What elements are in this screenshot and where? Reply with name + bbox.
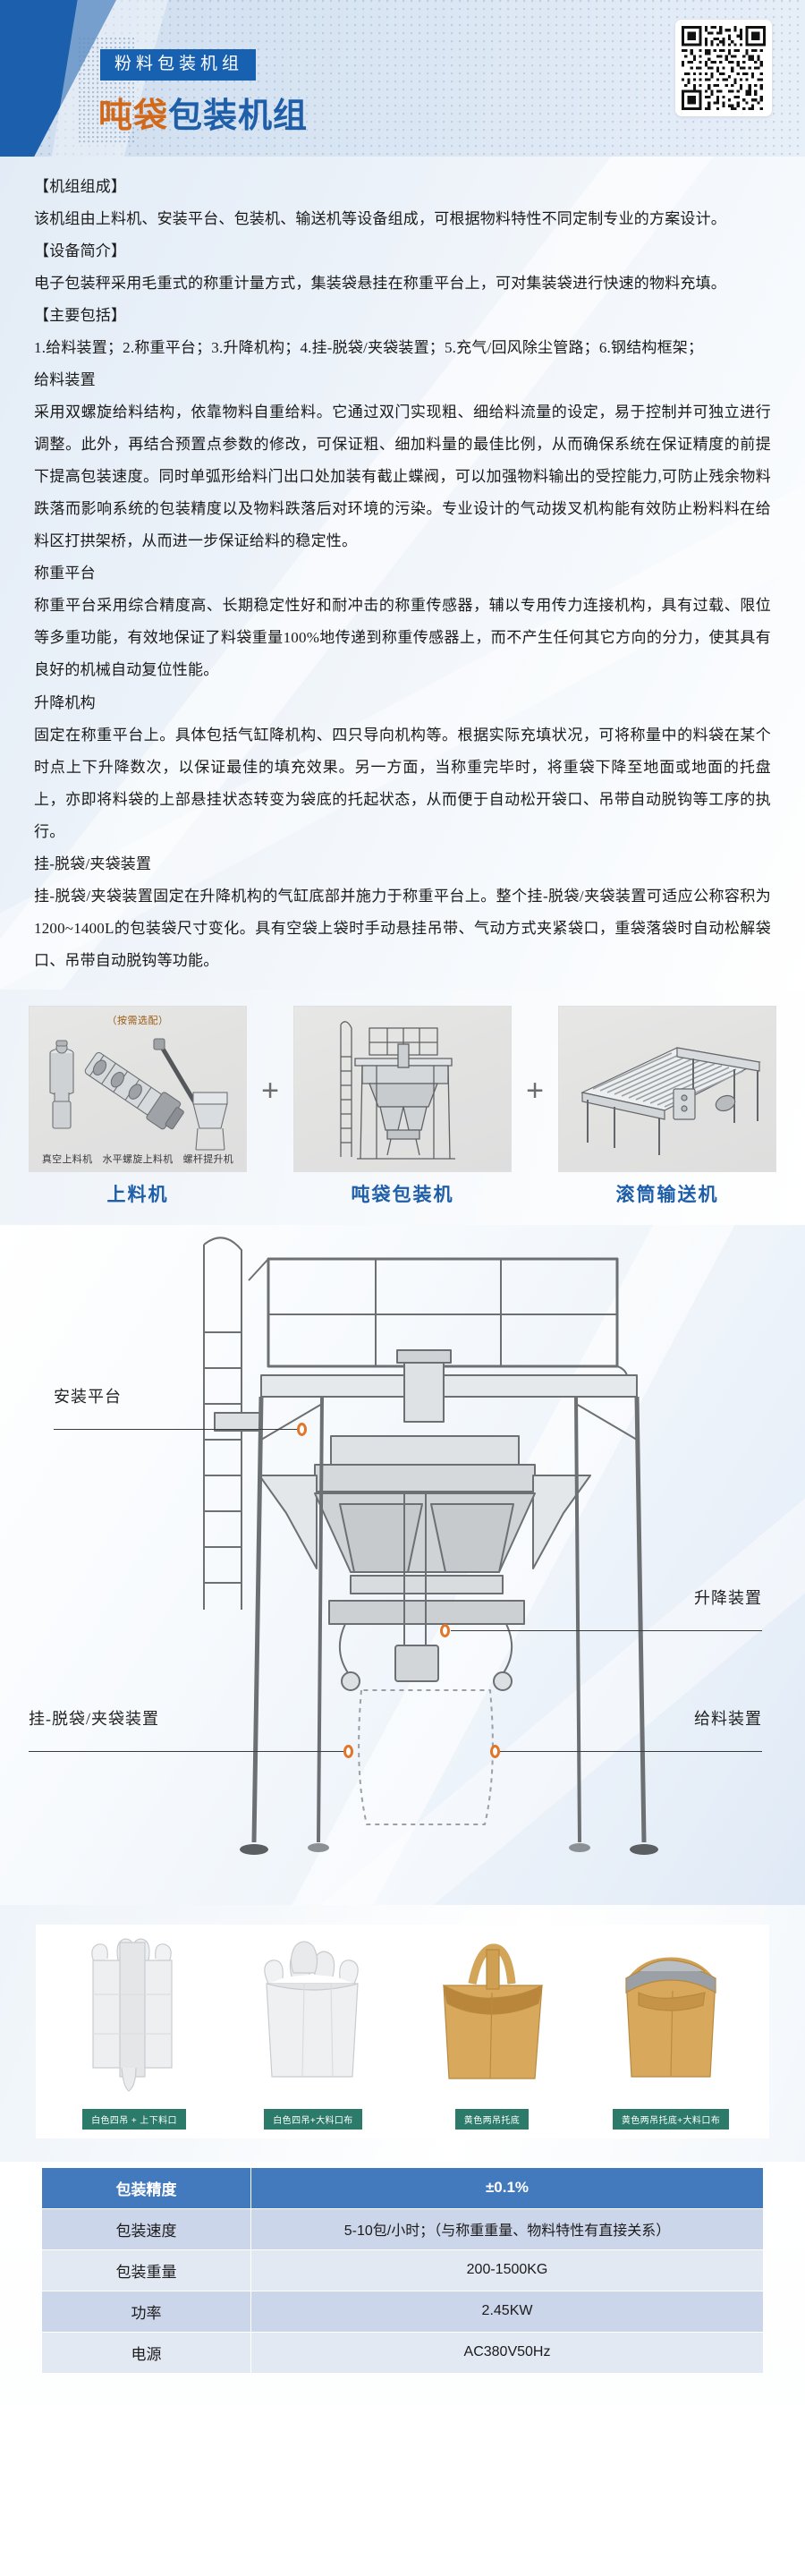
equipment-subcaption: 真空上料机 (41, 1153, 93, 1165)
spec-value: AC380V50Hz (250, 2331, 764, 2374)
qr-code-container[interactable] (675, 20, 772, 116)
yellow-tote-open-bag-icon (625, 1957, 716, 2078)
page-title-orange: 吨袋 (98, 98, 169, 135)
equipment-row: （按需选配） (0, 989, 805, 1225)
qr-code (682, 26, 766, 110)
paragraph-lift: 固定在称重平台上。具体包括气缸降机构、四只导向机构等。根据实际充填状况，可将称量… (34, 726, 771, 840)
equipment-caption-conveyor: 滚筒输送机 (615, 1184, 719, 1205)
roller-conveyor-icon (580, 1047, 761, 1155)
spec-value: 2.45KW (250, 2290, 764, 2333)
bag-caption: 黄色两吊托底+大料口布 (612, 2108, 730, 2130)
equipment-card-packer[interactable]: 吨袋包装机 (293, 1005, 512, 1207)
diagram-marker-feeder (490, 1744, 500, 1758)
section-heading-composition: 【机组组成】 (34, 178, 127, 195)
equipment-image-loader: （按需选配） (29, 1005, 247, 1172)
paragraph-weighing-platform: 称重平台采用综合精度高、长期稳定性好和耐冲击的称重传感器，辅以专用传力连接机构，… (34, 597, 771, 679)
equipment-caption-packer: 吨袋包装机 (351, 1184, 454, 1205)
bag-item-yellow-two-loop-open[interactable]: 黄色两吊托底+大料口布 (586, 1937, 756, 2130)
spec-key: 包装重量 (40, 2249, 252, 2291)
bag-item-white-four-loop-open[interactable]: 白色四吊+大料口布 (228, 1937, 398, 2130)
paragraph-composition: 该机组由上料机、安装平台、包装机、输送机等设备组成，可根据物料特性不同定制专业的… (34, 210, 726, 228)
table-row: 电源 AC380V50Hz (40, 2331, 764, 2374)
diagram-label-platform: 安装平台 (54, 1387, 122, 1406)
bag-caption: 白色四吊 + 上下料口 (82, 2108, 186, 2130)
section-heading-includes: 【主要包括】 (34, 307, 127, 325)
subheading-weighing-platform: 称重平台 (34, 565, 96, 582)
page-header: 粉料包装机组 吨袋包装机组 (0, 0, 805, 157)
page-title-blue: 包装机组 (168, 98, 309, 135)
equipment-subcaptions-loader: 真空上料机 水平螺旋上料机 螺杆提升机 (30, 1152, 246, 1166)
spec-key: 功率 (40, 2290, 252, 2333)
equipment-subcaption: 螺杆提升机 (182, 1153, 234, 1165)
spec-value: ±0.1% (250, 2166, 764, 2209)
diagram-marker-platform (297, 1422, 307, 1436)
machine-diagram: 安装平台 升降装置 挂-脱袋/夹袋装置 给料装置 (0, 1224, 805, 1905)
table-row: 功率 2.45KW (40, 2290, 764, 2333)
equipment-caption-loader: 上料机 (106, 1184, 169, 1205)
paragraph-intro: 电子包装秤采用毛重式的称重计量方式，集装袋悬挂在称重平台上，可对集装袋进行快速的… (34, 275, 726, 293)
diagram-label-lift: 升降装置 (694, 1588, 762, 1607)
subheading-bag-clamp: 挂-脱袋/夹袋装置 (34, 854, 152, 872)
header-kicker: 粉料包装机组 (100, 49, 257, 81)
white-open-bag-icon (264, 1941, 359, 2078)
diagram-leader-platform (54, 1428, 302, 1430)
bag-art-white-tube (63, 1937, 206, 2098)
spec-key: 电源 (40, 2331, 252, 2374)
equipment-note-optional: （按需选配） (106, 1015, 169, 1026)
equipment-image-packer (293, 1005, 512, 1172)
paragraph-bag-clamp: 挂-脱袋/夹袋装置固定在升降机构的气缸底部并施力于称重平台上。整个挂-脱袋/夹袋… (34, 887, 771, 969)
ton-bag-packer-icon (340, 1020, 455, 1160)
bag-types-row: 白色四吊 + 上下料口 (36, 1924, 769, 2138)
page-title: 吨袋包装机组 (98, 88, 308, 137)
table-row: 包装速度 5-10包/小时；（与称重重量、物料特性有直接关系） (40, 2207, 764, 2250)
bag-caption: 白色四吊+大料口布 (264, 2108, 362, 2130)
specification-table: 包装精度 ±0.1% 包装速度 5-10包/小时；（与称重重量、物料特性有直接关… (40, 2166, 764, 2374)
table-row: 包装精度 ±0.1% (40, 2166, 764, 2209)
loader-machine-icon (49, 1038, 228, 1151)
bag-art-white-open (242, 1937, 385, 2098)
subheading-lift: 升降机构 (34, 693, 96, 711)
bag-types-section: 白色四吊 + 上下料口 (0, 1904, 805, 2162)
equipment-card-loader[interactable]: （按需选配） (29, 1005, 247, 1207)
diagram-leader-hanger (29, 1750, 349, 1752)
section-heading-intro: 【设备简介】 (34, 242, 127, 260)
subheading-feeder: 给料装置 (34, 371, 96, 389)
paragraph-includes-list: 1.给料装置；2.称重平台；3.升降机构；4.挂-脱袋/夹袋装置；5.充气/回风… (34, 339, 704, 357)
bag-item-white-four-loop-tube[interactable]: 白色四吊 + 上下料口 (49, 1937, 219, 2130)
bag-caption: 黄色两吊托底 (454, 2108, 530, 2130)
yellow-tote-bag-icon (443, 1943, 543, 2079)
white-tube-bag-icon (91, 1938, 173, 2092)
diagram-label-hanger: 挂-脱袋/夹袋装置 (29, 1709, 159, 1728)
spec-value: 200-1500KG (250, 2249, 764, 2291)
spec-key: 包装速度 (40, 2207, 252, 2250)
paragraph-feeder: 采用双螺旋给料结构，依靠物料自重给料。它通过双门实现粗、细给料流量的设定，易于控… (34, 404, 771, 550)
diagram-label-feeder: 给料装置 (694, 1709, 762, 1728)
diagram-leader-lift (451, 1629, 762, 1631)
equipment-card-conveyor[interactable]: 滚筒输送机 (558, 1005, 776, 1207)
equipment-image-conveyor (558, 1005, 776, 1172)
spec-key: 包装精度 (40, 2166, 252, 2209)
diagram-leader-feeder (494, 1750, 762, 1752)
plus-separator-1: + (261, 1073, 279, 1108)
table-row: 包装重量 200-1500KG (40, 2249, 764, 2291)
equipment-subcaption: 水平螺旋上料机 (102, 1153, 174, 1165)
bag-art-yellow-tote-open (599, 1937, 742, 2098)
diagram-marker-hanger (343, 1744, 353, 1758)
description-section: 【机组组成】 该机组由上料机、安装平台、包装机、输送机等设备组成，可根据物料特性… (0, 157, 805, 990)
bag-art-yellow-tote (420, 1937, 564, 2098)
spec-value: 5-10包/小时；（与称重重量、物料特性有直接关系） (250, 2207, 764, 2250)
plus-separator-2: + (526, 1073, 544, 1108)
specification-section: 包装精度 ±0.1% 包装速度 5-10包/小时；（与称重重量、物料特性有直接关… (0, 2161, 805, 2404)
bag-item-yellow-two-loop[interactable]: 黄色两吊托底 (407, 1937, 577, 2130)
packing-machine-illustration (203, 1237, 658, 1855)
diagram-marker-lift (440, 1623, 450, 1637)
